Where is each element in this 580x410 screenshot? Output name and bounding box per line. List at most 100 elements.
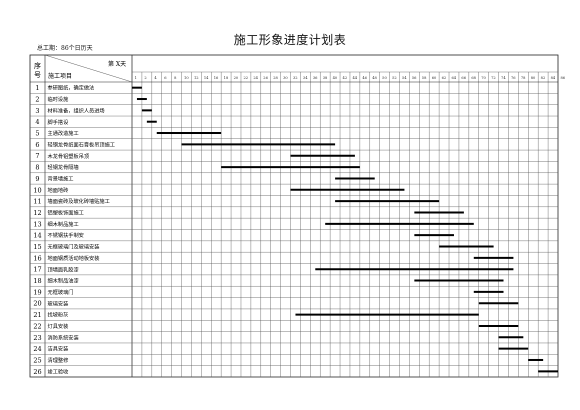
task-number: 18 [33, 277, 41, 285]
task-number: 2 [35, 96, 39, 104]
task-name: 轻钢龙骨隔墙 [48, 163, 79, 171]
day-tick-label: 1 [135, 76, 137, 80]
task-number: 14 [33, 232, 41, 240]
task-name: 玻璃安装 [48, 299, 69, 307]
task-name: 背景墙施工 [48, 174, 74, 182]
day-tick-label: 72 [491, 76, 496, 80]
seq-header: 序 [34, 61, 41, 70]
day-tick-label: 80 [531, 76, 536, 80]
day-tick-label: 22 [243, 76, 248, 80]
task-name: 灯具安装 [48, 322, 69, 330]
task-name: 顶墙面乳胶漆 [48, 265, 79, 273]
day-tick-label: 54 [402, 76, 407, 80]
task-number: 9 [35, 175, 39, 183]
day-tick-label: 84 [551, 76, 556, 80]
task-number: 8 [35, 164, 39, 172]
day-tick-label: 78 [521, 76, 526, 80]
task-name: 消防系统安装 [48, 333, 79, 341]
day-tick-label: 40 [333, 76, 338, 80]
task-number: 19 [33, 288, 41, 296]
day-tick-label: 48 [372, 76, 377, 80]
item-header: 施工项目 [48, 72, 72, 80]
task-name: 清理整修 [48, 356, 70, 364]
day-tick-label: 42 [343, 76, 348, 80]
header-diagonal [44, 54, 133, 83]
task-number: 22 [33, 322, 41, 330]
task-name: 材料准备，组织人员进场 [48, 106, 105, 114]
task-name: 木龙骨铝塑板吊顶 [48, 152, 90, 160]
day-tick-label: 14 [204, 76, 209, 80]
day-tick-label: 6 [164, 76, 167, 80]
day-tick-label: 24 [253, 76, 258, 80]
day-tick-label: 56 [412, 76, 417, 80]
day-tick-label: 16 [214, 76, 219, 80]
day-tick-label: 12 [194, 76, 199, 80]
task-number: 10 [33, 186, 41, 194]
chart-grid [29, 54, 559, 378]
day-tick-label: 4 [154, 76, 157, 80]
task-number: 3 [35, 107, 39, 115]
day-tick-label: 74 [501, 76, 506, 80]
task-number: 24 [33, 345, 41, 353]
day-tick-label: 76 [511, 76, 516, 80]
task-number: 26 [33, 368, 41, 376]
day-tick-label: 30 [283, 76, 288, 80]
day-tick-label: 38 [323, 76, 328, 80]
day-tick-label: 64 [452, 76, 457, 80]
task-name: 主通改造施工 [48, 129, 79, 137]
day-tick-label: 52 [392, 76, 397, 80]
task-number: 12 [33, 209, 41, 217]
task-name: 细木制品施工 [48, 220, 79, 228]
total-duration-label: 总工期：86个日历天 [37, 45, 93, 52]
day-tick-label: 66 [461, 76, 466, 80]
task-name: 脚手搭设 [48, 118, 69, 126]
day-tick-label: 50 [382, 76, 387, 80]
day-tick-label: 32 [293, 76, 298, 80]
task-number: 20 [33, 300, 41, 308]
task-name: 不锈钢扶手制安 [48, 231, 84, 239]
day-tick-label: 36 [313, 76, 318, 80]
task-name: 地面地砖 [48, 186, 69, 194]
day-tick-label: 68 [471, 76, 476, 80]
task-number: 13 [33, 220, 41, 228]
task-number: 6 [35, 141, 39, 149]
day-tick-label: 60 [432, 76, 437, 80]
task-name: 铝塑板饰面施工 [48, 209, 84, 217]
task-bars [132, 86, 558, 373]
day-tick-label: 10 [184, 76, 189, 80]
day-tick-label: 28 [273, 76, 278, 80]
task-name: 无框玻璃门 [48, 288, 74, 296]
day-tick-label: 70 [481, 76, 486, 80]
day-tick-label: 2 [144, 76, 146, 80]
day-tick-label: 86 [561, 76, 566, 80]
task-number: 16 [33, 254, 41, 262]
task-name: 细木制品油漆 [48, 277, 79, 285]
day-tick-label: 46 [362, 76, 367, 80]
task-number: 4 [35, 118, 39, 126]
day-tick-label: 20 [234, 76, 239, 80]
day-tick-label: 34 [303, 76, 308, 80]
task-name: 竣工验收 [48, 367, 69, 375]
task-name: 参研图纸，确定做法 [48, 84, 95, 92]
day-tick-label: 8 [174, 76, 177, 80]
seq-header-2: 号 [34, 71, 41, 79]
task-number: 5 [35, 130, 39, 138]
task-name: 洁具安装 [48, 345, 69, 353]
task-name: 临时设施 [48, 95, 69, 103]
day-tick-label: 82 [541, 76, 546, 80]
task-name: 地面钢质活动地板安装 [48, 254, 100, 262]
task-number: 23 [33, 334, 41, 342]
day-tick-label: 18 [224, 76, 229, 80]
task-number: 25 [33, 356, 41, 364]
task-number: 17 [33, 266, 41, 274]
task-name: 找坡粉灰 [48, 311, 69, 319]
task-number: 7 [35, 152, 39, 160]
task-name: 墙面瓷砖及玻化砖墙贴施工 [48, 197, 110, 205]
task-number: 11 [33, 198, 41, 206]
task-number: 21 [33, 311, 41, 319]
day-tick-label: 58 [422, 76, 427, 80]
day-tick-label: 62 [442, 76, 447, 80]
